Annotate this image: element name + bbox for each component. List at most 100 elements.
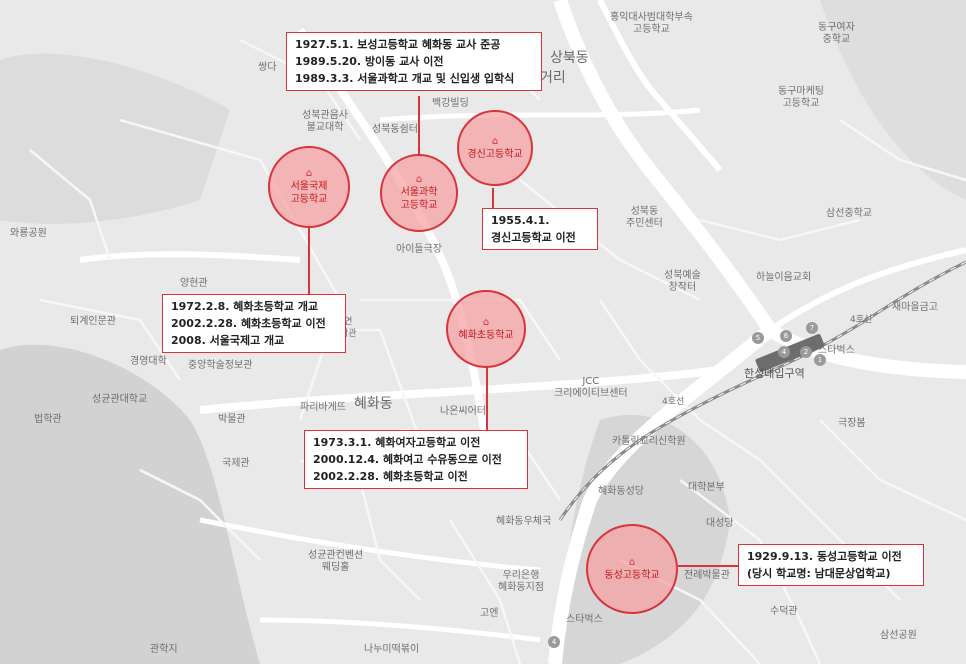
place-label-liturgy-museum: 전례박물관 [684, 570, 730, 581]
school-name: 서울과학 고등학교 [400, 187, 438, 211]
park-area-west [0, 344, 260, 664]
place-label-post-office: 혜화동우체국 [496, 516, 552, 527]
place-label-convention: 성균관컨벤션 웨딩홀 [308, 550, 364, 573]
place-label-donggu-girls-ms: 동구여자 중학교 [818, 22, 855, 45]
place-label-yeon: 연 학관 [340, 317, 357, 339]
station-exit-5[interactable]: 5 [752, 332, 764, 344]
callout-line: 1955.4.1. [491, 214, 550, 227]
school-circle-hyehwa-elem[interactable]: ⌂ 혜화초등학교 [446, 290, 526, 368]
place-label-nanumi: 나누미떡볶이 [364, 644, 420, 655]
place-label-samseon-ms: 삼선중학교 [826, 208, 872, 219]
callout-line: 2002.2.28. 혜화초등학교 이전 [171, 317, 326, 330]
hill-area-northwest [0, 53, 230, 224]
callout-seoul-intl: 1972.2.8. 혜화초등학교 개교 2002.2.28. 혜화초등학교 이전… [162, 294, 346, 353]
school-pin-icon: ⌂ [415, 174, 423, 185]
callout-line: 1973.3.1. 혜화여자고등학교 이전 [313, 436, 481, 449]
place-label-samseon-park: 삼선공원 [880, 630, 917, 641]
place-label-gwaneumsa: 성북관음사 불교대학 [302, 110, 348, 133]
place-label-geori: 거리 [540, 70, 566, 86]
place-label-law-hall: 법학관 [34, 414, 62, 425]
callout-seoul-sci: 1927.5.1. 보성고등학교 혜화동 교사 준공 1989.5.20. 방이… [286, 32, 542, 91]
station-exit-6[interactable]: 6 [780, 330, 792, 342]
place-label-baekgang-bldg: 백강빌딩 [432, 98, 469, 109]
road-west-1 [79, 251, 301, 263]
hill-area-northeast [820, 0, 966, 200]
callout-line: 1989.5.20. 방이동 교사 이전 [295, 55, 444, 68]
school-name: 혜화초등학교 [458, 329, 514, 341]
road-hyehwa-ro [199, 366, 721, 414]
station-exit-4-south[interactable]: 4 [548, 636, 560, 648]
place-label-hansung-station: 한성대입구역 [744, 367, 805, 380]
school-pin-icon: ⌂ [491, 135, 499, 147]
callout-line: 경신고등학교 이전 [491, 231, 576, 244]
place-label-international-hall: 국제관 [222, 458, 250, 469]
road-south-2 [259, 617, 541, 643]
road-north-2 [379, 107, 701, 123]
callout-line: 1972.2.8. 혜화초등학교 개교 [171, 300, 319, 313]
callout-dongsung: 1929.9.13. 동성고등학교 이전 (당시 학교명: 남대문상업학교) [738, 544, 924, 586]
place-label-ssangda: 쌍다 [258, 62, 277, 73]
station-exit-7[interactable]: 7 [806, 322, 818, 334]
school-name: 서울국제 고등학교 [290, 181, 328, 205]
callout-kyungshin: 1955.4.1. 경신고등학교 이전 [482, 208, 598, 250]
subway-line-label-a: 4호선 [662, 397, 685, 407]
place-label-toegye: 퇴계인문관 [70, 316, 116, 327]
station-exit-1[interactable]: 1 [814, 354, 826, 366]
place-label-seongbuk-shelter: 성북동쉼터 [372, 124, 418, 135]
school-name: 동성고등학교 [604, 569, 660, 581]
place-label-goen: 고엔 [480, 608, 499, 619]
place-label-museum: 박물관 [218, 414, 246, 425]
place-label-sangbukdong: 상북동 [550, 50, 589, 66]
place-label-hyehwadong: 혜화동 [354, 396, 393, 412]
place-label-business-school: 경영대학 [130, 356, 167, 367]
place-label-library: 중앙학술정보관 [188, 360, 253, 371]
callout-line: 2000.12.4. 혜화여고 수유동으로 이전 [313, 453, 502, 466]
place-label-daesungdang: 대성당 [706, 518, 734, 529]
place-label-theater-bom: 극장봄 [838, 418, 866, 429]
place-label-catholic-theology: 카톨릭교리신학원 [612, 436, 686, 447]
callout-line: 2008. 서울국제고 개교 [171, 334, 285, 347]
station-exit-2[interactable]: 2 [800, 346, 812, 358]
place-label-yanghyeon: 양현관 [180, 278, 208, 289]
school-circle-dongsung[interactable]: ⌂ 동성고등학교 [586, 524, 678, 614]
place-label-children-theater: 아이들극장 [396, 244, 442, 255]
callout-line: 1927.5.1. 보성고등학교 혜화동 교사 준공 [295, 38, 501, 51]
place-label-main-office: 대학본부 [688, 482, 725, 493]
road-south-1 [199, 517, 541, 573]
place-label-waryong-park: 와룡공원 [10, 228, 47, 239]
callout-line: 1929.9.13. 동성고등학교 이전 [747, 550, 902, 563]
place-label-starbucks-1: 스타벅스 [818, 345, 855, 356]
road-seongbuk-ro [553, 0, 776, 334]
place-label-paris-baguette: 파리바게뜨 [300, 402, 346, 413]
callout-line: 2002.2.28. 혜화초등학교 이전 [313, 470, 468, 483]
school-circle-seoul-sci[interactable]: ⌂ 서울과학 고등학교 [380, 154, 458, 232]
school-circle-kyungshin[interactable]: ⌂ 경신고등학교 [457, 110, 533, 186]
road-north-1 [597, 0, 723, 172]
place-label-jcc: JCC 크리에이티브센터 [554, 376, 628, 399]
place-label-saemaeul-bank: 새마을금고 [892, 302, 938, 313]
callout-line: 1989.3.3. 서울과학고 개교 및 신입생 입학식 [295, 72, 515, 85]
callout-line: (당시 학교명: 남대문상업학교) [747, 567, 891, 580]
place-label-donggu-marketing-hs: 동구마케팅 고등학교 [778, 86, 824, 109]
road-changgyeonggung-ro [548, 324, 775, 664]
subway-line-4-dash [559, 261, 966, 521]
road-seongbuk-inner [296, 27, 494, 471]
road-east-1 [768, 247, 966, 333]
place-label-hyehwa-cathedral: 혜화동성당 [598, 486, 644, 497]
callout-hyehwa-elem: 1973.3.1. 혜화여자고등학교 이전 2000.12.4. 혜화여고 수유… [304, 430, 528, 489]
place-label-woori-bank: 우리은행 혜화동지점 [498, 570, 544, 593]
subway-line-label-b: 4호선 [850, 315, 873, 325]
school-name: 경신고등학교 [467, 148, 523, 160]
place-label-skku: 성균관대학교 [92, 394, 148, 405]
place-label-gwanhakji: 관학지 [150, 644, 178, 655]
school-pin-icon: ⌂ [482, 316, 490, 328]
place-label-starbucks-2: 스타벅스 [566, 614, 603, 625]
hansung-station-platform [755, 334, 825, 372]
school-circle-seoul-intl[interactable]: ⌂ 서울국제 고등학교 [268, 146, 350, 228]
place-label-haneul-church: 하늘이음교회 [756, 272, 812, 283]
station-exit-4[interactable]: 4 [778, 346, 790, 358]
place-label-sudeok-hall: 수덕관 [770, 606, 798, 617]
place-label-hongik-hs: 홍익대사범대학부속 고등학교 [610, 12, 693, 35]
